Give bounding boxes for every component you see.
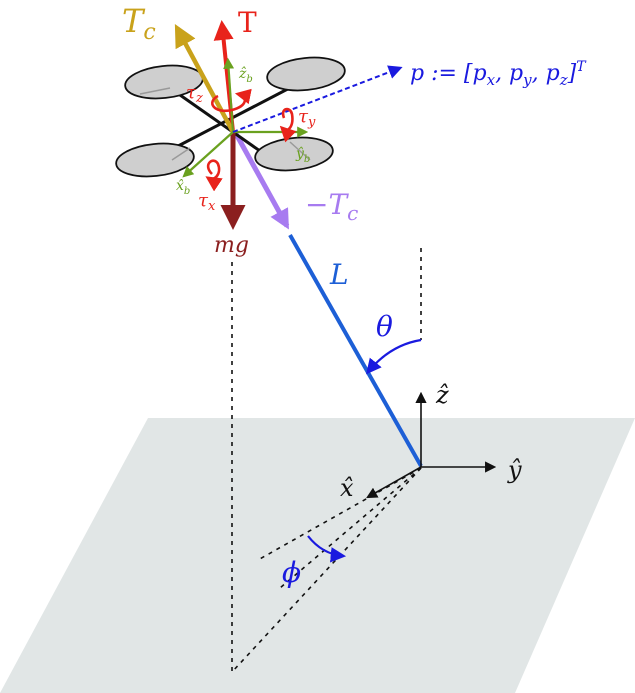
label-position-p: p := [px, py, pz]T: [410, 59, 587, 89]
projection-dashed-2: [257, 467, 422, 561]
body-z-axis: [223, 57, 235, 133]
label-minus-tc: −Tc: [305, 188, 358, 225]
label-world-x: x̂: [340, 474, 354, 502]
projection-dashed-1: [231, 467, 422, 673]
label-body-z: ẑb: [238, 65, 253, 85]
phi-arc: [307, 535, 347, 563]
label-thrust: T: [238, 6, 257, 39]
quadrotor: [115, 56, 346, 178]
label-tau-y: τy: [298, 106, 316, 130]
label-tau-x: τx: [198, 190, 216, 214]
label-tc: Tc: [122, 2, 156, 45]
rotor-2: [266, 56, 346, 92]
label-world-z: ẑ: [435, 381, 449, 409]
label-theta: θ: [376, 310, 393, 343]
tc-arrow: [174, 24, 235, 134]
cable: [288, 234, 423, 467]
rotor-hub-line-1: [139, 87, 171, 95]
rotor-hub-line-2: [171, 147, 191, 161]
label-body-x: x̂b: [176, 178, 190, 197]
rotor-3: [115, 142, 195, 178]
label-cable-length: L: [329, 258, 349, 291]
rotor-hub-line-3: [289, 141, 311, 161]
minus-tc-arrow: [232, 130, 290, 230]
position-p-arrow: [232, 65, 403, 133]
label-tau-z: τz: [186, 82, 203, 106]
projection-dashed-3: [279, 467, 422, 589]
label-body-y: ŷb: [295, 145, 310, 165]
rotor-4: [254, 136, 334, 172]
tau-y-loop: [279, 107, 297, 143]
body-x-axis: [182, 131, 234, 178]
tau-x-loop: [205, 159, 223, 192]
theta-arc: [366, 338, 422, 375]
label-mg: mg: [214, 233, 249, 258]
world-x-axis: [366, 466, 422, 499]
label-world-y: ŷ: [507, 456, 522, 484]
label-phi: ϕ: [282, 556, 301, 589]
tau-z-loop: [211, 88, 252, 113]
